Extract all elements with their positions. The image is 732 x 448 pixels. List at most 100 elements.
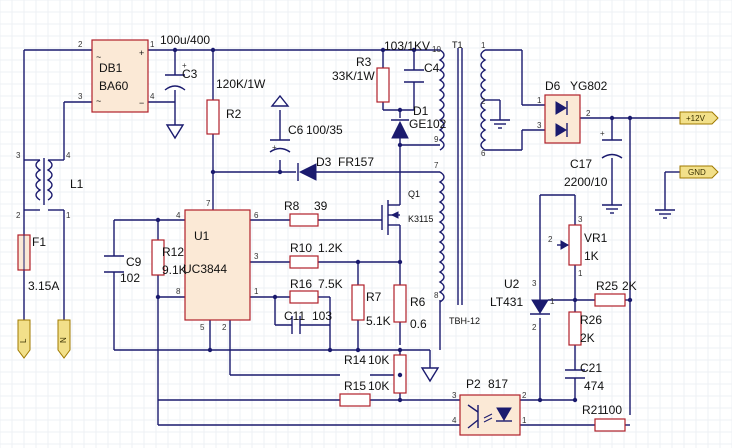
label-c17-value: 2200/10 [564,175,608,189]
resistor-r3 [376,67,390,103]
label-fr157: FR157 [338,155,374,169]
label-r21: R21 [582,403,604,417]
label-r15-value: 10K [368,379,389,393]
pin-t1-8: 8 [434,291,439,300]
label-p2: P2 [466,377,481,391]
pin-u1-4: 4 [176,211,181,220]
pin-d6-2: 2 [586,109,591,118]
pin-t1-2: 2 [481,97,486,106]
label-f1-value: 3.15A [28,279,59,293]
svg-text:−: − [139,98,144,108]
label-f1: F1 [32,235,46,249]
pin-t1-7: 7 [434,161,439,170]
label-r8: R8 [284,199,300,213]
pin-u1-2: 2 [222,323,227,332]
label-r12-value: 9.1K [162,263,187,277]
pin-u1-6: 6 [254,211,259,220]
pin-u1-3: 3 [254,252,259,261]
vcc-arrow-icon [270,94,290,107]
label-100u: 100u/400 [160,33,210,47]
label-vr1: VR1 [584,231,608,245]
ground-secondary [490,119,510,129]
label-r6: R6 [410,295,426,309]
label-12v: +12V [686,114,706,123]
label-r6-value: 0.6 [410,317,427,331]
label-c11-value: 103 [312,309,332,323]
label-d3: D3 [316,155,332,169]
pin-t1-6: 6 [481,149,486,158]
tag-gnd [679,165,719,179]
label-ge102: GE102 [409,117,447,131]
pin-l1-2: 2 [16,211,21,220]
resistor-r8 [289,213,319,227]
pin-p2-3: 3 [452,391,457,400]
label-r8-value: 39 [314,199,328,213]
label-r14-value: 10K [368,353,389,367]
pin-u1-8: 8 [176,287,181,296]
resistor-r6 [393,284,407,323]
pin-db1-1: 1 [150,40,155,49]
capacitor-c3 [164,74,186,91]
pin-u2-2: 2 [532,323,537,332]
capacitor-c21 [565,369,585,379]
label-vr1-value: 1K [584,249,599,263]
svg-text:~: ~ [96,52,101,62]
resistor-r21 [594,418,626,432]
label-r2: R2 [226,107,242,121]
pin-p2-1: 1 [522,416,527,425]
label-c3: C3 [182,67,198,81]
label-103-1kv: 103/1KV [384,39,430,53]
label-r10: R10 [290,241,312,255]
label-gnd: GND [688,168,706,177]
label-l1: L1 [70,177,84,191]
label-c11: C11 [284,309,305,323]
label-ba60: BA60 [99,79,129,93]
resistor-r7 [351,284,365,321]
pin-l1-3: 3 [16,151,21,160]
label-u2: U2 [504,277,520,291]
diode-d3 [297,163,317,181]
tag-12v [679,111,719,125]
label-uc3844: UC3844 [183,262,227,276]
capacitor-c6 [269,139,291,153]
label-yg802: YG802 [570,79,608,93]
choke-l1 [24,158,64,211]
label-r16-value: 7.5K [318,277,343,291]
labels: DB1 BA60 100u/400 C3 120K/1W R2 R3 33K/1… [28,33,706,417]
optocoupler-p2 [459,394,521,436]
label-d1: D1 [413,104,429,118]
label-c17: C17 [570,157,592,171]
pin-c6-plus: + [272,143,277,152]
pin-u2-3: 3 [532,279,537,288]
pin-db1-3: 3 [78,92,83,101]
transformer-t1 [438,48,487,305]
connector-n-label: N [59,337,68,343]
svg-text:~: ~ [96,96,101,106]
pin-d6-3: 3 [537,121,542,130]
capacitor-c9 [104,255,124,273]
vr1-wiper-arrow [560,240,570,250]
label-d6: D6 [545,79,561,93]
label-r14: R14 [344,353,366,367]
label-c6-value: 100/35 [306,123,343,137]
pin-c17-plus: + [600,129,605,138]
connector-l: L [17,319,31,359]
label-r7: R7 [366,290,382,304]
label-r12: R12 [162,245,184,259]
svg-text:+: + [139,48,144,58]
label-tbh12: TBH-12 [449,316,480,326]
pin-u2-1: 1 [550,297,555,306]
resistor-r25 [594,293,626,307]
label-k3115: K3115 [408,214,433,224]
diode-d1 [391,119,409,139]
pin-t1-9: 9 [434,135,439,144]
potentiometer-vr1 [568,224,582,266]
label-r25: R25 [596,279,618,293]
label-120k: 120K/1W [216,77,266,91]
pin-t1-1: 1 [481,41,486,50]
label-c9-value: 102 [120,271,140,285]
ground-primary [420,367,440,383]
label-r7-value: 5.1K [366,314,391,328]
